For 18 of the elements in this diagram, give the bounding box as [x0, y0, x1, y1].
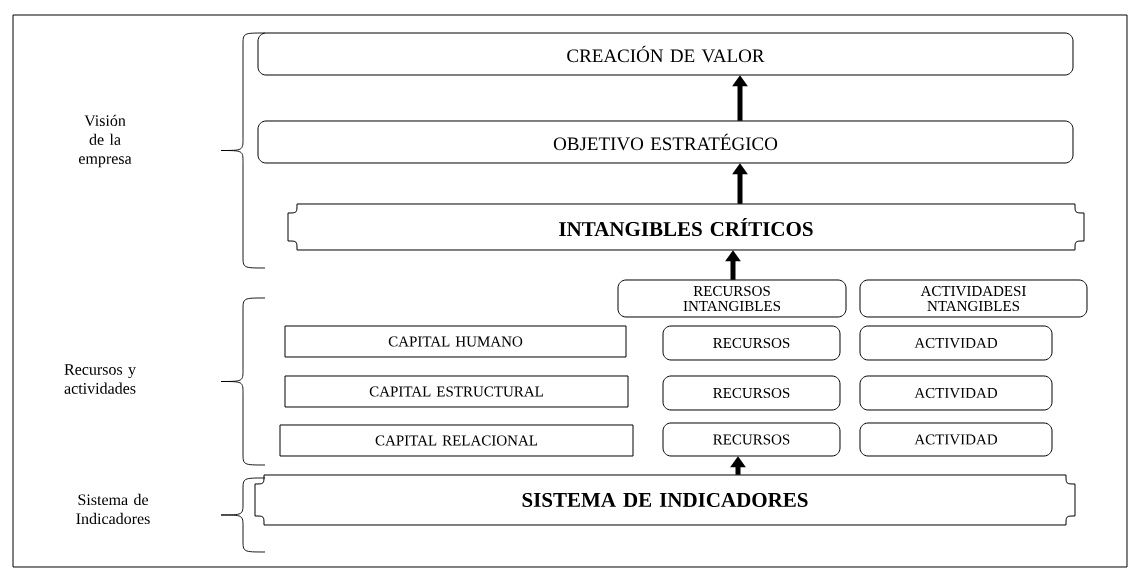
box: CAPITAL HUMANO — [284, 325, 627, 358]
rounded-box: CREACIÓN DE VALOR — [257, 32, 1074, 76]
box: CAPITAL RELACIONAL — [279, 424, 634, 457]
side-label: Sistema de Indicadores — [76, 493, 150, 525]
rounded-box: ACTIVIDAD — [859, 325, 1053, 361]
rounded-box: OBJETIVO ESTRATÉGICO — [257, 120, 1074, 164]
rounded-box: RECURSOS — [662, 375, 841, 411]
box: CAPITAL ESTRUCTURAL — [284, 375, 629, 408]
rounded-box: RECURSOS — [662, 325, 841, 361]
rounded-box: ACTIVIDAD — [859, 422, 1053, 457]
side-label: Recursos y actividades — [64, 364, 136, 394]
rounded-box: ACTIVIDAD — [859, 375, 1053, 411]
bracket-box: INTANGIBLES CRÍTICOS — [287, 203, 1085, 251]
rounded-box: ACTIVIDADESI NTANGIBLES — [859, 279, 1088, 318]
bracket-box: SISTEMA DE INDICADORES — [254, 474, 1076, 526]
rounded-box: RECURSOS — [662, 422, 841, 457]
side-label: Visión de la empresa — [79, 114, 132, 168]
rounded-box: RECURSOS INTANGIBLES — [617, 279, 847, 318]
